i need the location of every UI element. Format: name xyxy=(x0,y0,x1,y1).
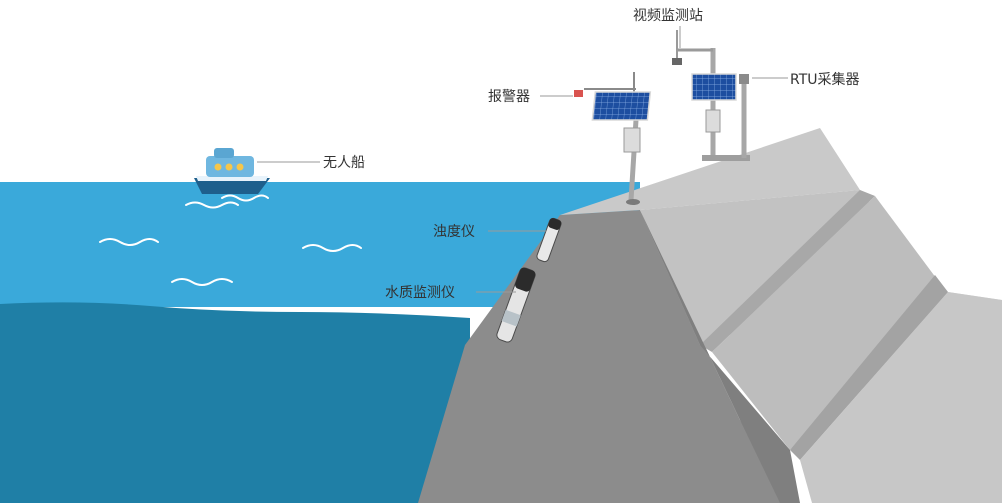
rtu-box-icon xyxy=(739,74,749,84)
embankment-top-surface xyxy=(560,128,860,215)
embankment-ridge-1 xyxy=(700,190,875,352)
water-quality-sensor-icon xyxy=(496,267,536,343)
wave-lines xyxy=(99,194,362,286)
alarm-light-icon xyxy=(574,90,583,97)
embankment-toe-edge xyxy=(640,210,800,503)
label-video-station: 视频监测站 xyxy=(633,8,703,24)
embankment-ridge-2 xyxy=(790,275,948,460)
alarm-solar-panel xyxy=(591,91,652,121)
label-alarm: 报警器 xyxy=(488,89,530,105)
water xyxy=(0,182,640,503)
embankment-slope-3 xyxy=(800,292,1002,503)
video-solar-panel xyxy=(691,73,737,101)
embankment-front-face xyxy=(418,210,800,503)
label-rtu: RTU采集器 xyxy=(790,71,860,88)
label-drone-boat: 无人船 xyxy=(323,155,365,171)
embankment-slope-2 xyxy=(712,196,945,450)
turbidity-sensor-icon xyxy=(536,217,562,263)
label-turbidity: 浊度仪 xyxy=(433,224,475,240)
drone-boat-icon xyxy=(194,148,270,194)
video-station-pole xyxy=(672,30,750,161)
label-water-quality: 水质监测仪 xyxy=(385,285,455,301)
alarm-solar-pole xyxy=(574,72,652,205)
rtu-collector-pole xyxy=(739,74,749,158)
embankment xyxy=(418,128,1002,503)
camera-icon xyxy=(672,58,682,65)
water-deep-layer xyxy=(0,302,470,503)
